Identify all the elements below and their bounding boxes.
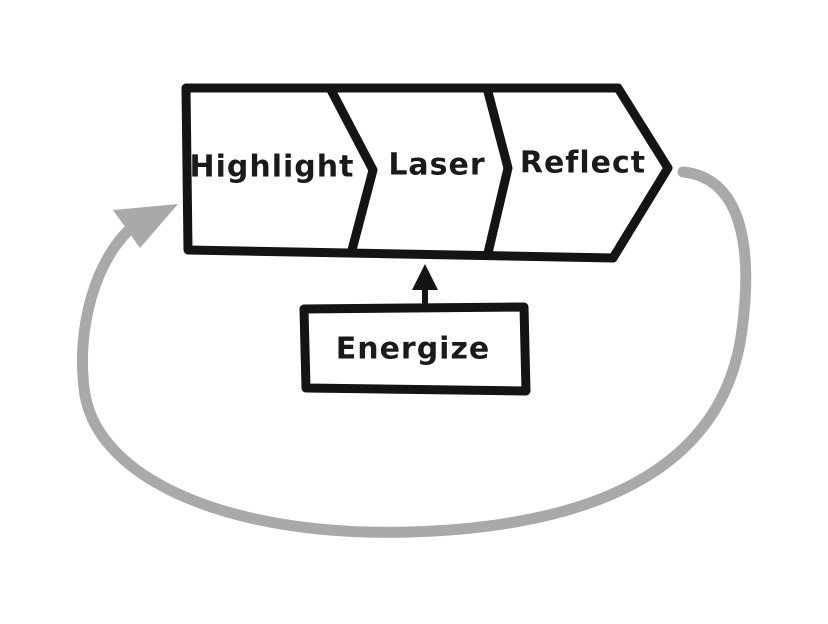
feedback-loop-arrowhead-icon xyxy=(113,204,178,248)
energize-box xyxy=(299,302,531,396)
banner-outline xyxy=(181,83,673,263)
energize-input: Energize xyxy=(299,264,531,396)
stage-banner xyxy=(181,83,673,263)
stage-label-highlight: Highlight xyxy=(190,150,355,185)
feedback-loop-arrow xyxy=(77,166,752,538)
feedback-loop-path xyxy=(77,166,752,538)
stage-label-laser: Laser xyxy=(388,148,485,183)
divider-2 xyxy=(482,83,513,258)
stage-label-reflect: Reflect xyxy=(520,146,646,181)
divider-1 xyxy=(325,83,378,255)
energize-label: Energize xyxy=(336,332,491,367)
energize-arrowhead-icon xyxy=(412,264,438,290)
